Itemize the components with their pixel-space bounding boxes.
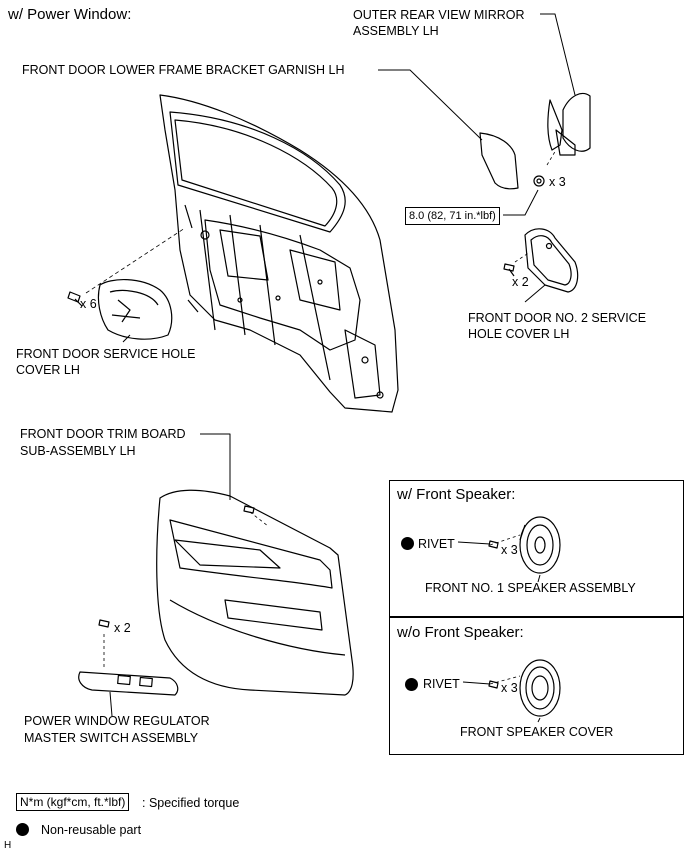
screw-icon [243, 505, 255, 514]
without-speaker-rivet-label: RIVET [423, 677, 460, 691]
with-speaker-part-label: FRONT NO. 1 SPEAKER ASSEMBLY [425, 581, 636, 595]
master-switch-shape [78, 671, 179, 696]
rivet-icon [488, 540, 499, 549]
with-speaker-rivet-label: RIVET [418, 537, 455, 551]
nut-icon [533, 175, 545, 187]
service-cover-label-line2: COVER LH [16, 363, 80, 377]
nonreusable-icon [16, 823, 29, 836]
no2-cover-label-line1: FRONT DOOR NO. 2 SERVICE [468, 311, 647, 325]
without-speaker-part-label: FRONT SPEAKER COVER [460, 725, 614, 739]
switch-label-line2: MASTER SWITCH ASSEMBLY [24, 731, 199, 745]
front-door-panel [159, 94, 399, 413]
nonreusable-icon [401, 537, 414, 550]
without-speaker-rivet-qty: x 3 [501, 681, 518, 695]
speaker-shape [519, 516, 561, 574]
with-speaker-rivet-qty: x 3 [501, 543, 518, 557]
service-cover-screw-qty: x 6 [80, 297, 97, 311]
nonreusable-icon [405, 678, 418, 691]
screw-icon [98, 619, 110, 628]
mirror-nut-qty: x 3 [549, 175, 566, 189]
mirror-shape [547, 92, 591, 156]
rivet-icon [488, 680, 499, 689]
mirror-label-line1: OUTER REAR VIEW MIRROR [353, 8, 525, 22]
with-speaker-title: w/ Front Speaker: [397, 486, 516, 503]
without-speaker-panel: w/o Front Speaker: RIVET x 3 FRONT SPEAK… [389, 617, 684, 755]
switch-screw-qty: x 2 [114, 621, 131, 635]
screw-icon [67, 291, 83, 307]
no2-service-hole-cover-shape [524, 228, 579, 293]
service-cover-label-line1: FRONT DOOR SERVICE HOLE [16, 347, 196, 361]
torque-spec: 8.0 (82, 71 in.*lbf) [405, 207, 500, 225]
without-speaker-title: w/o Front Speaker: [397, 624, 524, 641]
with-speaker-panel: w/ Front Speaker: RIVET x 3 FRONT NO. 1 … [389, 480, 684, 617]
switch-label-line1: POWER WINDOW REGULATOR [24, 714, 210, 728]
garnish-shape [479, 132, 519, 190]
trim-board-label-line2: SUB-ASSEMBLY LH [20, 444, 136, 458]
no2-cover-screw-qty: x 2 [512, 275, 529, 289]
legend-torque-unit: N*m (kgf*cm, ft.*lbf) [16, 793, 130, 811]
trim-board-label-line1: FRONT DOOR TRIM BOARD [20, 427, 186, 441]
garnish-label: FRONT DOOR LOWER FRAME BRACKET GARNISH L… [22, 63, 345, 77]
corner-mark: H [4, 840, 12, 851]
mirror-label-line2: ASSEMBLY LH [353, 24, 439, 38]
no2-cover-label-line2: HOLE COVER LH [468, 327, 570, 341]
legend-torque-desc: : Specified torque [142, 796, 240, 810]
screw-icon [503, 263, 515, 277]
legend-nonreusable-desc: Non-reusable part [41, 823, 142, 837]
trim-board-shape [156, 489, 354, 696]
page-heading: w/ Power Window: [8, 6, 132, 23]
service-hole-cover-shape [97, 278, 173, 340]
speaker-cover-shape [519, 659, 561, 717]
